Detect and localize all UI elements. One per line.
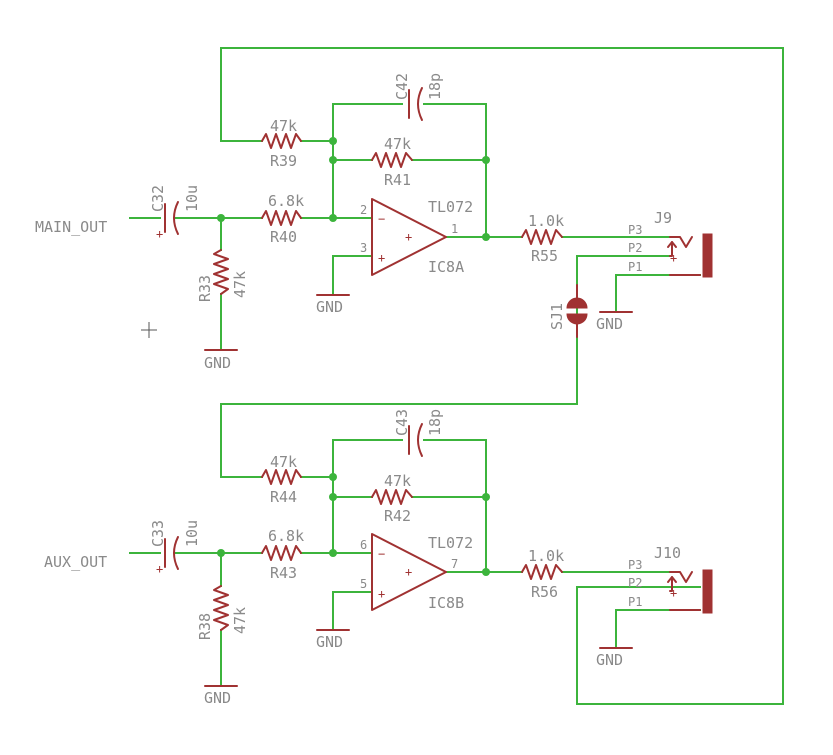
c32-capacitor: + C32 10u [149,185,201,241]
svg-text:GND: GND [204,689,231,707]
top-channel: MAIN_OUT + C32 10u 6.8k R40 R33 47k GND [35,73,713,372]
svg-text:P3: P3 [628,223,642,237]
svg-text:−: − [378,547,385,561]
gnd-symbol: GND [596,647,633,669]
r41-name: R41 [384,171,411,189]
bottom-net-label: AUX_OUT [44,553,107,571]
r40-value: 6.8k [268,192,304,210]
svg-text:+: + [670,251,677,265]
top-junctions [217,137,490,241]
svg-text:P1: P1 [628,260,642,274]
bottom-channel: AUX_OUT + C33 10u 6.8k R43 R38 47k GND [44,409,713,707]
ic8b-name: IC8B [428,594,464,612]
j10-name: J10 [654,544,681,562]
r42-name: R42 [384,507,411,525]
svg-text:GND: GND [316,298,343,316]
r39-value: 47k [270,117,297,135]
svg-text:+: + [405,230,412,244]
svg-text:GND: GND [596,651,623,669]
c33-name: C33 [149,520,167,547]
j9-jack: P3 P2 P1 + J9 [628,209,713,278]
gnd-symbol: GND [204,349,238,372]
r33-resistor: R33 47k [196,249,249,302]
svg-text:+: + [156,227,163,241]
r43-resistor: 6.8k R43 [261,527,304,582]
r39-resistor: 47k R39 [261,117,302,170]
r43-name: R43 [270,564,297,582]
gnd-symbol: GND [316,629,350,651]
r43-value: 6.8k [268,527,304,545]
svg-text:+: + [405,565,412,579]
gnd-symbol: GND [596,311,633,333]
sj1-name: SJ1 [548,303,566,330]
sj1-solder-jumper: SJ1 [548,284,588,338]
svg-text:+: + [378,587,385,601]
c43-name: C43 [393,409,411,436]
r44-resistor: 47k R44 [261,453,302,506]
r42-value: 47k [384,472,411,490]
gnd-symbol: GND [316,294,350,316]
svg-text:+: + [670,586,677,600]
svg-text:+: + [156,562,163,576]
bottom-junctions [217,473,490,576]
r40-resistor: 6.8k R40 [261,192,304,246]
crosshair-cursor-icon [141,322,157,338]
r38-value: 47k [231,607,249,634]
r33-value: 47k [231,271,249,298]
r44-name: R44 [270,488,297,506]
r40-name: R40 [270,228,297,246]
r56-value: 1.0k [528,547,564,565]
svg-text:P2: P2 [628,576,642,590]
top-net-label: MAIN_OUT [35,218,107,236]
gnd-symbol: GND [204,685,238,707]
r55-resistor: 1.0k R55 [521,212,564,265]
bottom-wires [129,439,701,687]
svg-text:P3: P3 [628,558,642,572]
c43-capacitor: C43 18p [393,409,444,457]
svg-text:3: 3 [360,241,367,255]
c42-name: C42 [393,73,411,100]
svg-text:−: − [378,212,385,226]
c32-name: C32 [149,185,167,212]
ic8a-name: IC8A [428,258,464,276]
r39-name: R39 [270,152,297,170]
r38-resistor: R38 47k [196,585,249,640]
svg-text:GND: GND [316,633,343,651]
j10-jack: P3 P2 P1 + J10 [628,544,713,614]
r55-name: R55 [531,247,558,265]
c33-capacitor: + C33 10u [149,520,201,576]
svg-text:+: + [378,251,385,265]
svg-text:5: 5 [360,577,367,591]
r55-value: 1.0k [528,212,564,230]
c43-value: 18p [426,409,444,436]
c42-value: 18p [426,73,444,100]
r33-name: R33 [196,275,214,302]
r41-resistor: 47k R41 [371,135,413,189]
r56-resistor: 1.0k R56 [521,547,564,601]
svg-text:GND: GND [204,354,231,372]
svg-text:1: 1 [451,222,458,236]
j9-name: J9 [654,209,672,227]
svg-text:7: 7 [451,557,458,571]
c32-value: 10u [183,185,201,212]
ic8a-opamp: 2 3 1 − + + TL072 IC8A [360,198,473,276]
wires-outer [220,47,784,705]
r42-resistor: 47k R42 [371,472,413,525]
c33-value: 10u [183,520,201,547]
svg-text:2: 2 [360,203,367,217]
ic8a-value: TL072 [428,198,473,216]
svg-text:GND: GND [596,315,623,333]
svg-text:P1: P1 [628,595,642,609]
r56-name: R56 [531,583,558,601]
svg-text:6: 6 [360,538,367,552]
c42-capacitor: C42 18p [393,73,444,121]
top-wires [129,103,701,351]
ic8b-value: TL072 [428,534,473,552]
ic8b-opamp: 6 5 7 − + + TL072 IC8B [360,533,473,612]
r38-name: R38 [196,613,214,640]
r44-value: 47k [270,453,297,471]
r41-value: 47k [384,135,411,153]
svg-text:P2: P2 [628,241,642,255]
